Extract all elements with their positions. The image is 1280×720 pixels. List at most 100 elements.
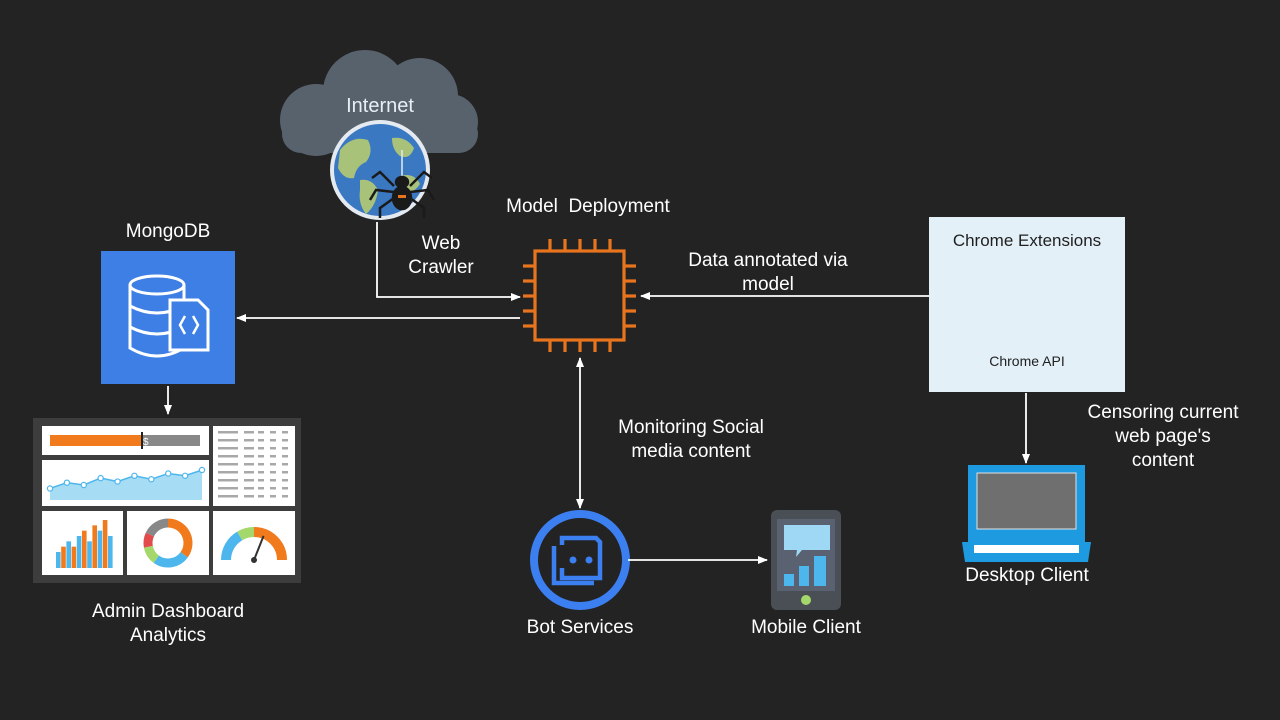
dashboard-table-cell	[244, 463, 254, 466]
smartphone-icon	[771, 510, 841, 610]
dashboard-table-cell	[244, 487, 254, 490]
dashboard-donut-slice	[153, 551, 188, 568]
dashboard-table-cell	[218, 431, 238, 434]
dashboard-gauge-arc	[237, 527, 255, 541]
dashboard-table-cell	[270, 431, 276, 434]
dashboard-bar	[92, 525, 97, 568]
dashboard-table-cell	[282, 471, 288, 474]
cpu-chip-icon	[523, 239, 636, 352]
dashboard-bar	[66, 541, 71, 568]
dashboard-donut-slice	[145, 518, 169, 537]
dashboard-table-cell	[270, 479, 276, 482]
dashboard-bar	[61, 546, 66, 568]
dashboard-line-point	[80, 481, 87, 489]
globe-icon	[330, 120, 430, 220]
dashboard-currency: $	[143, 437, 149, 448]
dashboard-table-cell	[270, 487, 276, 490]
dashboard-bar	[71, 546, 77, 568]
monitoring-label: Monitoring Social media content	[618, 417, 764, 462]
dashboard-donut-slice	[167, 518, 193, 558]
mongodb-label: MongoDB	[125, 221, 211, 242]
desktop-client-label: Desktop Client	[965, 565, 1089, 586]
dashboard-table-cell	[218, 495, 238, 498]
dashboard-line-point	[198, 466, 206, 474]
dashboard-table-cell	[282, 439, 288, 442]
dashboard-line-point	[63, 479, 71, 486]
web-crawler-label: Web Crawler	[408, 233, 474, 278]
dashboard-table-cell	[218, 463, 238, 466]
dashboard-table-cell	[282, 487, 288, 490]
dashboard-bar	[97, 530, 103, 568]
dashboard-table-cell	[258, 495, 264, 498]
dashboard-table-cell	[258, 447, 264, 450]
dashboard-table-cell	[244, 431, 254, 434]
dashboard-line-area	[50, 470, 202, 500]
dashboard-line-point	[165, 470, 172, 477]
model-deployment-label: Model Deployment	[506, 196, 670, 217]
dashboard-donut-slice	[143, 532, 155, 548]
dashboard-table-cell	[282, 463, 288, 466]
dashboard-table-cell	[244, 455, 254, 458]
dashboard-table-cell	[258, 431, 264, 434]
dashboard-table-cell	[244, 447, 254, 450]
dashboard-gauge-needle	[253, 535, 265, 561]
dashboard-table-cell	[244, 479, 254, 482]
dashboard-bar	[76, 536, 82, 568]
dashboard-bar	[87, 541, 92, 568]
dashboard-donut-slice	[143, 545, 160, 563]
dashboard-table-cell	[270, 439, 276, 442]
dashboard-table-cell	[218, 439, 238, 442]
chrome-api-label: Chrome API	[989, 353, 1065, 369]
dashboard-table-cell	[218, 487, 238, 490]
admin-dashboard-label: Admin Dashboard Analytics	[91, 601, 245, 646]
dashboard-line-point	[114, 478, 121, 485]
censoring-label: Censoring current web page's content	[1087, 402, 1239, 471]
dashboard-table-cell	[258, 487, 264, 490]
dashboard-table-cell	[218, 455, 238, 458]
dashboard-table-cell	[258, 455, 264, 458]
dashboard-icon: $	[33, 418, 301, 583]
dashboard-table-cell	[258, 439, 264, 442]
bot-services-label: Bot Services	[526, 617, 634, 638]
dashboard-table-cell	[218, 479, 238, 482]
dashboard-line-point	[46, 485, 54, 492]
dashboard-line-point	[148, 476, 155, 483]
dashboard-table-cell	[218, 447, 238, 450]
dashboard-line-point	[181, 472, 189, 479]
internet-label: Internet	[346, 95, 414, 117]
dashboard-table-cell	[282, 479, 288, 482]
spider-icon	[368, 150, 436, 218]
dashboard-bar	[82, 530, 87, 568]
dashboard-line-point	[97, 474, 104, 482]
dashboard-table-cell	[282, 455, 288, 458]
dashboard-table-cell	[270, 447, 276, 450]
dashboard-table-cell	[270, 495, 276, 498]
chrome-extensions-title: Chrome Extensions	[952, 231, 1102, 250]
dashboard-table-cell	[244, 495, 254, 498]
dashboard-table-cell	[270, 471, 276, 474]
chrome-extensions-box: Chrome Extensions Chrome API	[929, 217, 1125, 392]
data-annotated-label: Data annotated via model	[688, 250, 848, 295]
dashboard-line	[49, 469, 203, 490]
dashboard-gauge-hub	[251, 557, 257, 563]
dashboard-table-cell	[258, 471, 264, 474]
dashboard-table-cell	[270, 463, 276, 466]
dashboard-table-cell	[218, 471, 238, 474]
dashboard-table-cell	[282, 431, 288, 434]
dashboard-table-cell	[244, 471, 254, 474]
dashboard-gauge-arc	[221, 531, 243, 561]
laptop-icon	[962, 465, 1091, 562]
internet-cloud-icon	[280, 50, 478, 156]
dashboard-table-cell	[270, 455, 276, 458]
dashboard-table-cell	[282, 447, 288, 450]
dashboard-bar	[108, 536, 113, 568]
connectors	[164, 222, 1030, 564]
dashboard-table-cell	[244, 439, 254, 442]
dashboard-bar	[102, 520, 108, 568]
dashboard-table-cell	[258, 463, 264, 466]
dashboard-table-cell	[282, 495, 288, 498]
dashboard-bar	[56, 552, 61, 568]
dashboard-table-cell	[258, 479, 264, 482]
dashboard-line-point	[131, 472, 138, 479]
dashboard-gauge-arc	[253, 527, 287, 561]
